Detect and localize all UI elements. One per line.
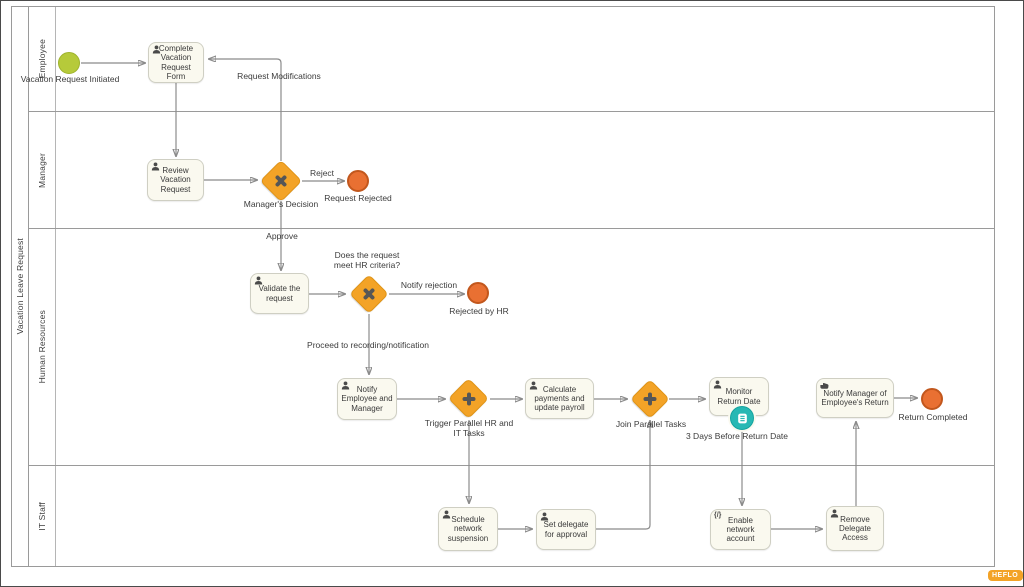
- task-schedule-network-suspension[interactable]: Schedule network suspension: [438, 507, 498, 551]
- user-icon: [830, 509, 839, 518]
- task-notify-manager-of-employees-return[interactable]: Notify Manager of Employee's Return: [816, 378, 894, 418]
- user-icon: [151, 162, 160, 171]
- event-label: Request Rejected: [324, 193, 392, 203]
- task-set-delegate-for-approval[interactable]: Set delegate for approval: [536, 509, 596, 550]
- event-label: Rejected by HR: [449, 306, 509, 316]
- lane-human-resources: Human Resources: [28, 229, 994, 466]
- boundary-event-3-days-before-return[interactable]: [730, 406, 754, 430]
- task-label: Review Vacation Request: [160, 166, 191, 194]
- lane-label-it-staff: IT Staff: [36, 501, 47, 531]
- gateway-managers-decision[interactable]: [259, 159, 303, 203]
- user-icon: [442, 510, 451, 519]
- flow-label-request-modifications: Request Modifications: [237, 71, 321, 81]
- task-label: Set delegate for approval: [543, 520, 589, 539]
- lane-label-employee: Employee: [36, 39, 47, 79]
- event-label: 3 Days Before Return Date: [685, 431, 789, 441]
- manual-task-hand-icon: [820, 381, 829, 390]
- parallel-gateway-plus-icon: [643, 392, 657, 406]
- task-label: Remove Delegate Access: [838, 514, 872, 543]
- lane-it-staff: IT Staff: [28, 466, 994, 566]
- lane-label-human-resources: Human Resources: [36, 310, 47, 384]
- task-notify-employee-and-manager[interactable]: Notify Employee and Manager: [337, 378, 397, 420]
- event-label: Vacation Request Initiated: [20, 74, 120, 84]
- pool-label: Vacation Leave Request: [15, 238, 25, 335]
- task-label: Notify Employee and Manager: [341, 385, 393, 413]
- parallel-gateway-plus-icon: [462, 392, 475, 405]
- end-event-rejected-by-hr[interactable]: [467, 282, 489, 304]
- pool-vacation-leave-request: Vacation Leave Request Employee Manager …: [11, 6, 995, 567]
- event-label: Return Completed: [898, 412, 968, 422]
- task-label: Calculate payments and update payroll: [534, 384, 585, 413]
- pool-label-column: Vacation Leave Request: [12, 7, 29, 566]
- task-label: Validate the request: [258, 284, 301, 303]
- lane-employee: Employee: [28, 7, 994, 112]
- task-label: Monitor Return Date: [717, 387, 761, 406]
- flow-label-notify-rejection: Notify rejection: [400, 280, 458, 290]
- gateway-join-parallel-tasks[interactable]: [630, 379, 670, 419]
- exclusive-gateway-x-icon: [275, 175, 287, 187]
- lane-manager: Manager: [28, 112, 994, 229]
- start-event-vacation-request-initiated[interactable]: [58, 52, 80, 74]
- gateway-label: Join Parallel Tasks: [615, 419, 687, 429]
- flow-label-reject: Reject: [309, 168, 335, 178]
- task-label: Schedule network suspension: [447, 515, 489, 543]
- flow-label-proceed-recording-notification: Proceed to recording/notification: [307, 340, 429, 350]
- user-icon: [152, 45, 161, 54]
- task-label: Notify Manager of Employee's Return: [821, 388, 889, 407]
- end-event-return-completed[interactable]: [921, 388, 943, 410]
- task-validate-the-request[interactable]: Validate the request: [250, 273, 309, 314]
- user-icon: [254, 276, 263, 285]
- user-icon: [341, 381, 350, 390]
- task-enable-network-account[interactable]: {/} Enable network account: [710, 509, 771, 550]
- user-icon: [713, 380, 722, 389]
- gateway-label: Manager's Decision: [243, 199, 319, 209]
- task-label: Enable network account: [726, 515, 755, 544]
- user-icon: [529, 381, 538, 390]
- heflo-logo[interactable]: HEFLO: [988, 570, 1023, 581]
- user-icon: [540, 512, 549, 521]
- task-calculate-payments-update-payroll[interactable]: Calculate payments and update payroll: [525, 378, 594, 419]
- task-complete-vacation-request-form[interactable]: Complete Vacation Request Form: [148, 42, 204, 83]
- gateway-label: Trigger Parallel HR and IT Tasks: [424, 418, 514, 438]
- gateway-hr-criteria[interactable]: [349, 274, 389, 314]
- flow-label-approve: Approve: [266, 231, 298, 241]
- list-lines-icon: [737, 413, 747, 423]
- exclusive-gateway-x-icon: [363, 288, 375, 300]
- gateway-label: Does the request meet HR criteria?: [333, 250, 401, 270]
- task-review-vacation-request[interactable]: Review Vacation Request: [147, 159, 204, 201]
- task-label: Complete Vacation Request Form: [158, 44, 194, 81]
- end-event-request-rejected[interactable]: [347, 170, 369, 192]
- task-remove-delegate-access[interactable]: Remove Delegate Access: [826, 506, 884, 551]
- lane-label-manager: Manager: [36, 152, 47, 188]
- script-task-icon: {/}: [714, 512, 722, 519]
- gateway-trigger-parallel-tasks[interactable]: [447, 377, 490, 420]
